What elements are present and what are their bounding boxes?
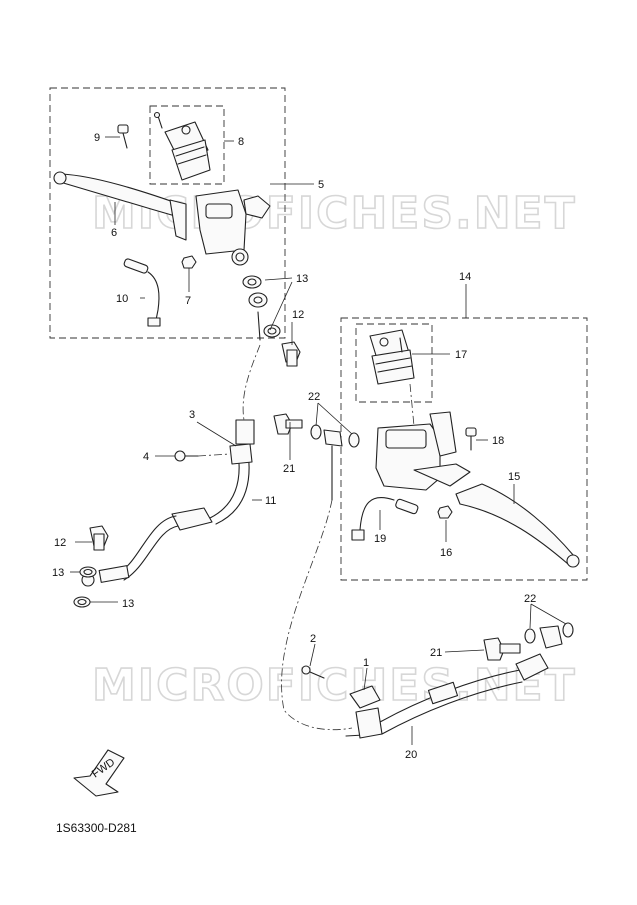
diagram-code: 1S63300-D281 <box>56 821 137 835</box>
callout-13-mid: 13 <box>52 567 64 579</box>
watermark-bottom: MICROFICHES.NET <box>92 660 577 711</box>
reservoir-cap-front <box>153 111 211 181</box>
callout-19: 19 <box>374 533 386 545</box>
callout-10: 10 <box>116 293 128 305</box>
lever-nut-rear <box>437 505 453 519</box>
lower-clamp-bolt <box>301 665 325 679</box>
callout-22-mid: 22 <box>308 391 320 403</box>
rear-reservoir-cap-box <box>355 323 433 403</box>
union-bolt-middle <box>273 413 360 501</box>
rear-brake-hose <box>281 499 549 737</box>
master-cylinder-front <box>195 189 271 266</box>
callout-21-lower: 21 <box>430 647 442 659</box>
callout-13-lower: 13 <box>122 598 134 610</box>
union-bolt-lower <box>89 525 109 551</box>
callout-5: 5 <box>318 179 324 191</box>
callout-16: 16 <box>440 547 452 559</box>
callout-22-lower: 22 <box>524 593 536 605</box>
callout-9: 9 <box>94 132 100 144</box>
clamp-bolt <box>174 450 231 462</box>
copper-washers-front <box>242 275 281 338</box>
hose-clamp <box>229 443 253 465</box>
brake-switch-rear <box>351 497 419 541</box>
lever-pivot-bolt <box>117 124 129 149</box>
callout-13-top: 13 <box>296 273 308 285</box>
callout-14: 14 <box>459 271 471 283</box>
callout-8: 8 <box>238 136 244 148</box>
reservoir-cap-rear <box>369 329 415 385</box>
callout-4: 4 <box>143 451 149 463</box>
callout-6: 6 <box>111 227 117 239</box>
front-reservoir-cap-box <box>149 105 225 185</box>
leader-lines <box>70 136 567 745</box>
callout-7: 7 <box>185 295 191 307</box>
fwd-arrow: FWD <box>73 749 125 797</box>
brake-switch-front <box>123 258 161 327</box>
lower-clamp <box>349 685 383 739</box>
front-brake-lever <box>53 171 187 241</box>
callout-3: 3 <box>189 409 195 421</box>
callout-1: 1 <box>363 657 369 669</box>
master-cylinder-rear <box>375 383 471 491</box>
callout-17: 17 <box>455 349 467 361</box>
copper-washers-lower <box>73 566 97 608</box>
callout-21-mid: 21 <box>283 463 295 475</box>
union-bolt-bottom <box>483 622 574 661</box>
callout-numbers: 9 8 5 6 7 10 13 12 3 4 11 12 13 13 14 17… <box>52 132 536 761</box>
callout-12-lower: 12 <box>54 537 66 549</box>
callout-11: 11 <box>265 495 276 507</box>
rear-brake-lever <box>455 483 580 568</box>
callout-20: 20 <box>405 749 417 761</box>
callout-2: 2 <box>310 633 316 645</box>
callout-15: 15 <box>508 471 520 483</box>
union-bolt-top <box>281 341 301 367</box>
lever-nut-front <box>181 255 197 269</box>
rear-pivot-bolt <box>465 427 477 451</box>
callout-18: 18 <box>492 435 504 447</box>
callout-12-top: 12 <box>292 309 304 321</box>
rear-master-cylinder-assembly-box <box>340 317 588 581</box>
